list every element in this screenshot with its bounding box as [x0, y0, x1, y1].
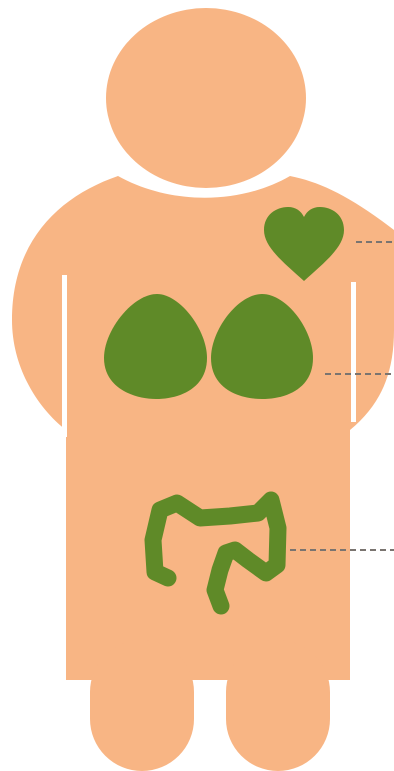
- body-silhouette: [12, 8, 394, 771]
- left-arm-gap: [62, 275, 67, 437]
- right-leg-shape: [226, 640, 330, 771]
- head-shape: [106, 8, 306, 188]
- right-arm-gap: [351, 282, 356, 422]
- left-leg-shape: [90, 640, 194, 771]
- torso-shape: [12, 176, 394, 680]
